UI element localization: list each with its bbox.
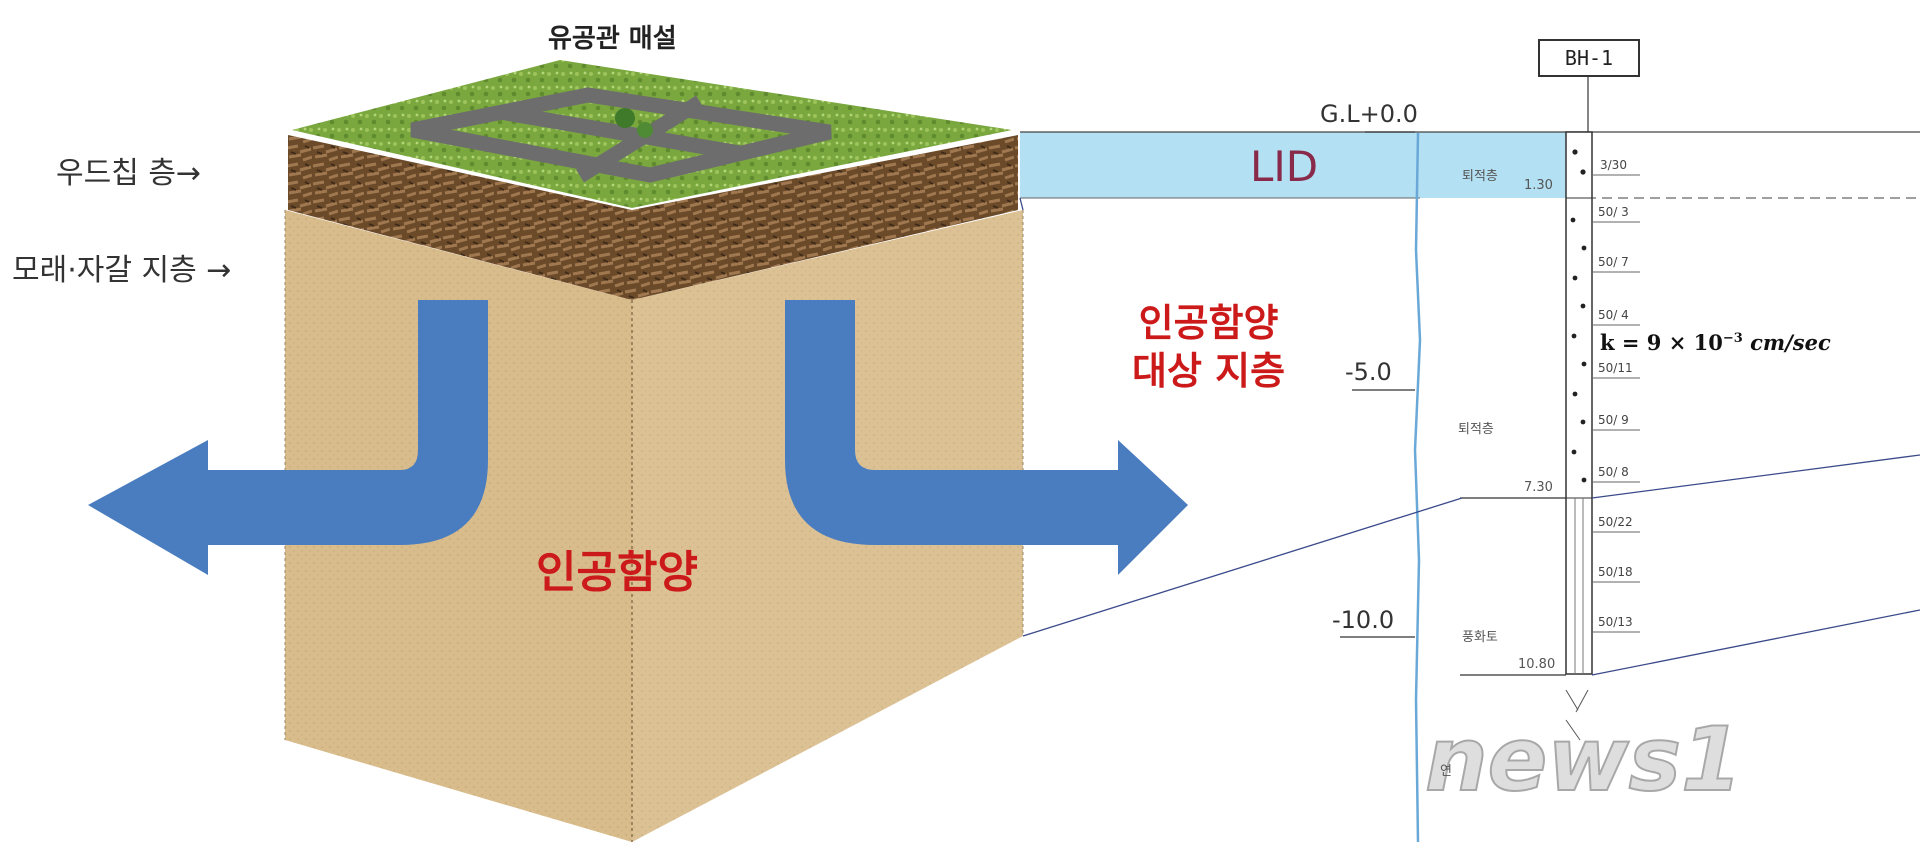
pipe-burial-title: 유공관 매설 (548, 24, 677, 54)
n-value-9: 50/18 (1598, 565, 1633, 579)
recharge-center-label: 인공함양 (536, 547, 698, 598)
n-value-7: 50/ 8 (1598, 465, 1629, 479)
n-value-8: 50/22 (1598, 515, 1633, 529)
watermark-text: news1 (1425, 708, 1742, 811)
connector-line-right-lower (1591, 609, 1920, 676)
sand-gravel-label: 모래·자갈 지층 → (12, 253, 232, 288)
layer-depth-2: 7.30 (1524, 480, 1553, 495)
target-layer-line-2: 대상 지층 (1132, 348, 1286, 393)
permeability-formula: k = 9 × 10−3 cm/sec (1600, 330, 1831, 355)
news1-watermark: news1 (1424, 707, 1743, 812)
k-prefix: k = 9 × 10 (1600, 330, 1723, 355)
lid-label: LID (1250, 142, 1319, 191)
layer-name-1: 퇴적층 (1462, 169, 1498, 184)
perforated-pipe-grid (410, 87, 832, 183)
n-value-3: 50/ 7 (1598, 255, 1629, 269)
n-value-2: 50/ 3 (1598, 205, 1629, 219)
layer-depth-3: 10.80 (1518, 657, 1556, 672)
layer-name-4: 연 (1440, 764, 1452, 779)
depth-label-10: -10.0 (1332, 606, 1395, 634)
connector-line-right-upper (1591, 454, 1920, 499)
flow-arrow-right-icon (785, 300, 1188, 575)
k-unit: cm/sec (1742, 330, 1831, 355)
wood-chip-label: 우드칩 층→ (56, 156, 202, 191)
borehole-column (1565, 131, 1593, 675)
layer-name-3: 풍화토 (1462, 630, 1498, 645)
flow-arrow-left-icon (88, 300, 488, 575)
n-value-10: 50/13 (1598, 615, 1633, 629)
lid-band (1020, 132, 1570, 198)
n-value-5: 50/11 (1598, 361, 1633, 375)
n-value-1: 3/30 (1600, 158, 1627, 172)
k-exponent: −3 (1722, 331, 1743, 346)
n-value-4: 50/ 4 (1598, 308, 1629, 322)
groundwater-line (1413, 132, 1422, 843)
target-layer-label: 인공함양 대상 지층 (1132, 300, 1285, 395)
n-value-6: 50/ 9 (1598, 413, 1629, 427)
gl-label: G.L+0.0 (1320, 100, 1418, 128)
connector-line-upper (1022, 497, 1463, 637)
depth-label-5: -5.0 (1345, 358, 1392, 386)
borehole-id-box: BH-1 (1538, 39, 1640, 77)
wood-chip-layer (288, 135, 1018, 300)
layer-depth-1: 1.30 (1524, 178, 1553, 193)
target-layer-line-1: 인공함양 (1138, 301, 1279, 345)
layer-name-2: 퇴적층 (1458, 422, 1494, 437)
